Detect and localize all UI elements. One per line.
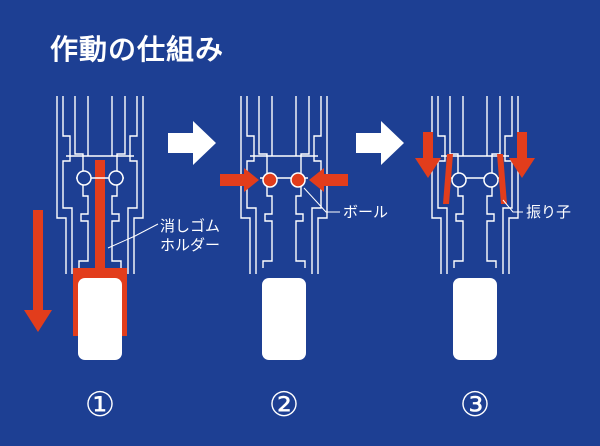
down-arrow-icon [415,132,441,178]
eraser [453,278,497,360]
pendulum-right [497,154,507,204]
leader-line [107,223,159,249]
step-number-3: ③ [459,385,491,425]
step-number-2: ② [268,385,300,425]
mechanism-step-3 [415,95,535,360]
pendulum-left [443,154,453,204]
step-number-1: ① [84,385,116,425]
ball-left [451,172,467,188]
leader-line [502,199,523,213]
ball-right [483,172,499,188]
mechanism-step-1 [24,95,159,360]
down-arrow-icon [509,132,535,178]
diagram-title: 作動の仕組み [50,33,225,66]
eraser-holder-label: 消しゴム ホルダー [160,217,220,255]
push-left-arrow-icon [309,168,348,192]
leader-line [303,187,340,213]
right-arrow-icon [356,121,404,165]
eraser-holder-label-line1: 消しゴム [160,217,221,235]
down-arrow-icon [24,210,52,332]
ball-left [262,172,278,188]
eraser [262,278,306,360]
ball-right [108,170,124,186]
mechanism-step-2 [220,95,348,360]
right-arrow-icon [168,121,216,165]
pendulum-label: 振り子 [526,203,572,221]
ball-left [76,170,92,186]
push-right-arrow-icon [220,168,259,192]
eraser-holder-label-line2: ホルダー [160,236,221,254]
ball-right [290,172,306,188]
eraser [78,278,122,360]
ball-label: ボール [343,203,389,221]
